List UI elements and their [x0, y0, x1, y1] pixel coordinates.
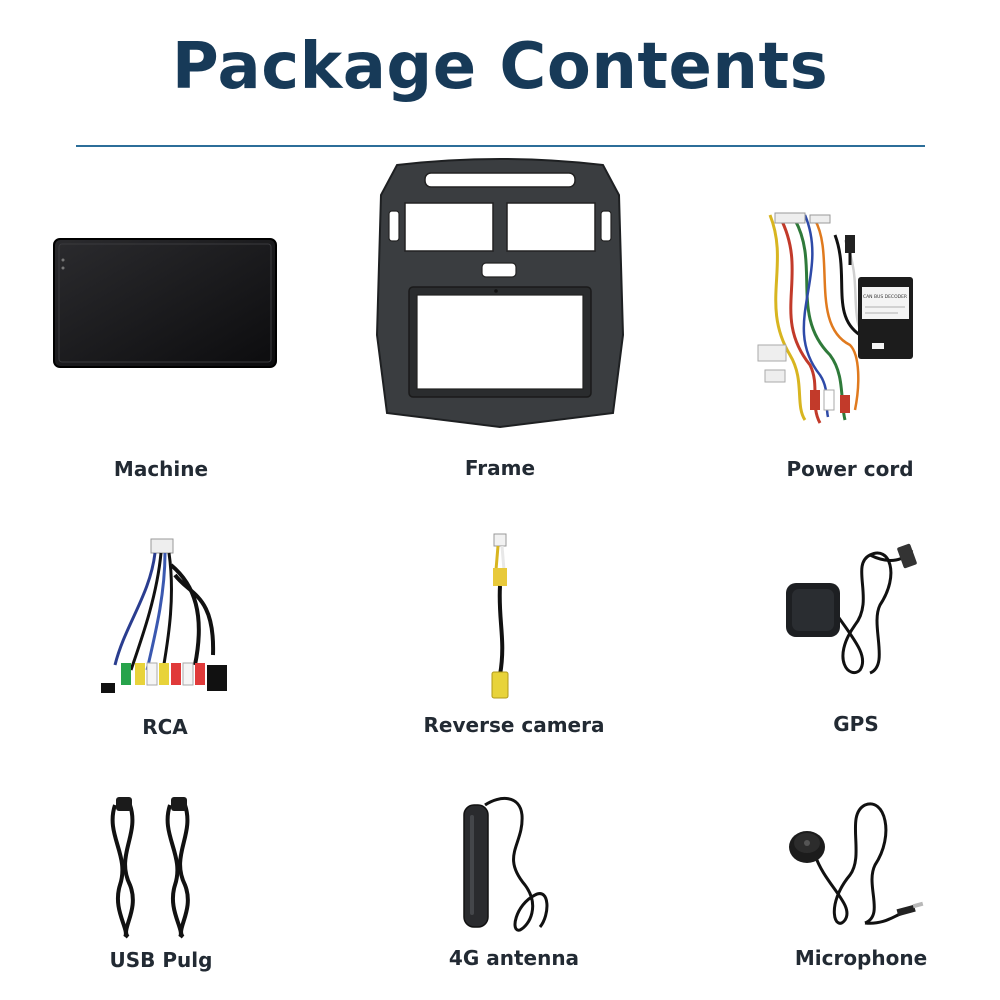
4g-antenna-icon — [463, 796, 549, 932]
page-title: Package Contents — [171, 30, 829, 104]
title-divider — [76, 145, 925, 147]
dash-frame-icon — [375, 158, 625, 429]
item-rca — [95, 535, 235, 705]
label-microphone: Microphone — [794, 946, 928, 970]
item-usb — [100, 795, 210, 940]
label-usb: USB Pulg — [109, 948, 213, 972]
label-frame: Frame — [464, 456, 536, 480]
item-microphone — [785, 795, 925, 935]
label-gps: GPS — [833, 712, 879, 736]
item-power-cord: CAN BUS DECODER — [750, 205, 930, 430]
label-power-cord: Power cord — [786, 457, 914, 481]
tablet-screen-icon — [53, 238, 277, 368]
label-reverse-camera: Reverse camera — [423, 713, 605, 737]
decoder-box-text: CAN BUS DECODER — [863, 294, 907, 300]
label-machine: Machine — [113, 457, 209, 481]
label-rca: RCA — [142, 715, 188, 739]
item-4g-antenna — [460, 795, 560, 935]
gps-antenna-icon — [786, 543, 917, 675]
rca-cable-icon — [101, 538, 227, 693]
item-gps — [780, 543, 920, 680]
item-frame — [375, 155, 625, 435]
wiring-harness-icon: CAN BUS DECODER — [757, 212, 913, 424]
label-4g-antenna: 4G antenna — [448, 946, 580, 970]
item-machine — [50, 230, 280, 375]
microphone-icon — [789, 802, 924, 925]
usb-cable-icon — [110, 797, 190, 939]
camera-cable-icon — [491, 533, 509, 699]
item-reverse-camera — [480, 530, 520, 705]
